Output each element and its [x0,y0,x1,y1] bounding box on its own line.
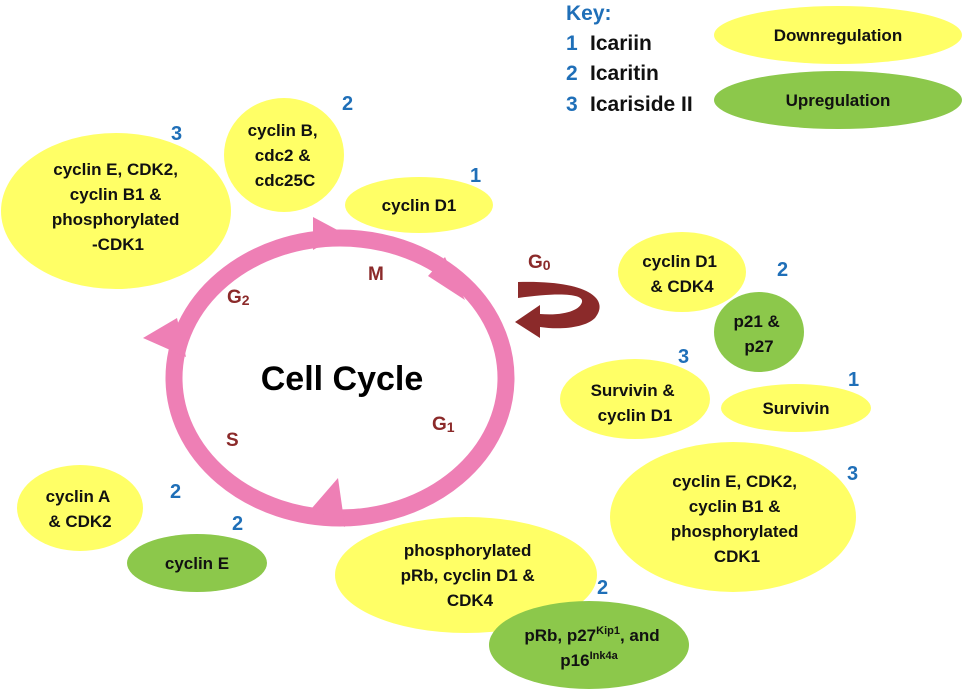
key-title: Key: [566,2,612,25]
node-g1-icaritin-up [714,292,804,372]
phase-g0-label: G0 [528,252,551,273]
node-m-icariin [345,177,493,233]
key-downregulation-swatch [714,6,962,64]
node-m-icariin-number: 1 [470,165,481,187]
node-s-icaritin-number: 2 [170,481,181,503]
node-g1-icariside-b-text: cyclin E, CDK2, cyclin B1 & phosphorylat… [671,472,803,566]
node-g2-icariside-text: cyclin E, CDK2, cyclin B1 & phosphorylat… [52,160,184,254]
node-g1-icaritin-number: 2 [777,259,788,281]
cell-cycle-title: Cell Cycle [261,360,424,398]
node-g1s-icaritin-down-text: phosphorylated pRb, cyclin D1 & CDK4 [401,541,540,610]
node-g2-icariside [1,133,231,289]
node-m-icaritin [224,98,344,212]
phase-g1-label: G1 [432,414,455,435]
node-g1-icariside-b [610,442,856,592]
node-m-icaritin-number: 2 [342,93,353,115]
key-name-icaritin: Icaritin [590,62,659,85]
node-s-icaritin-up-text: cyclin E [165,554,229,573]
key-downregulation-label: Downregulation [774,26,902,45]
node-s-icaritin-up-number: 2 [232,513,243,535]
regulation-nodes: cyclin E, CDK2, cyclin B1 & phosphorylat… [1,93,871,689]
cycle-arrowhead-left [143,318,186,357]
phase-s-label: S [226,430,239,451]
key-upregulation-swatch [714,71,962,129]
phase-m-label: M [368,264,384,285]
node-g1-icariin-text: Survivin [762,399,829,418]
node-g1-icariside-text: Survivin & cyclin D1 [591,381,680,425]
node-g1-icariin-number: 1 [848,369,859,391]
key-name-icariside: Icariside II [590,93,693,116]
key-number-1: 1 [566,32,578,55]
node-g1s-icaritin-number: 2 [597,577,608,599]
node-s-icaritin-down [17,465,143,551]
node-g1-icaritin-up-text: p21 & p27 [733,312,784,356]
node-s-icaritin-up [127,534,267,592]
key-number-3: 3 [566,93,578,116]
node-g1-icariside-number: 3 [678,346,689,368]
node-g1-icariin [721,384,871,432]
node-s-icaritin-down-text: cyclin A & CDK2 [46,487,115,531]
node-m-icaritin-text: cyclin B, cdc2 & cdc25C [248,121,323,190]
cycle-arrowhead-top [313,217,343,250]
key-name-icariin: Icariin [590,32,652,55]
node-g2-icariside-number: 3 [171,123,182,145]
g0-arrow [515,281,600,338]
node-g1-icaritin-down-text: cyclin D1 & CDK4 [642,252,721,296]
node-g1s-icaritin-up-line2: p16Ink4a [560,650,618,670]
cell-cycle-ring [143,217,515,527]
cycle-arrowhead-bottom [312,478,345,527]
node-g1s-icaritin-up [489,601,689,689]
node-g1-icariside [560,359,710,439]
key-legend: Key: 1 Icariin 2 Icaritin 3 Icariside II… [566,2,962,129]
node-m-icariin-text: cyclin D1 [382,196,457,215]
node-g1s-icaritin-up-line1: pRb, p27Kip1, and [524,625,659,645]
phase-g2-label: G2 [227,287,250,308]
g0-curved-arrow [515,281,600,338]
cycle-arrowhead-right [428,257,465,300]
node-g1-icariside-b-number: 3 [847,463,858,485]
key-upregulation-label: Upregulation [786,91,891,110]
node-g1-icaritin-down [618,232,746,312]
key-number-2: 2 [566,62,578,85]
node-g1s-icaritin-down [335,517,597,633]
